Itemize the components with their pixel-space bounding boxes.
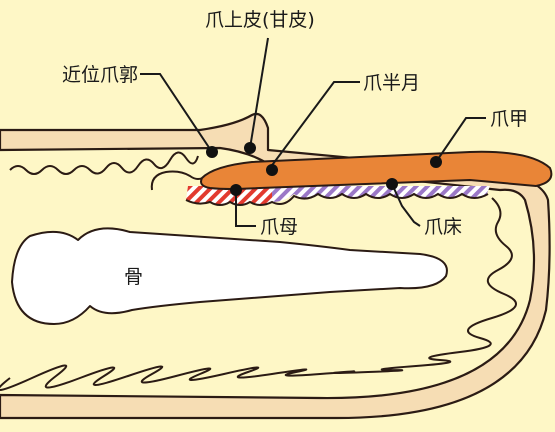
dot-nail-plate	[430, 156, 442, 168]
dot-proximal-nail-fold	[206, 146, 218, 158]
label-proximal-nail-fold: 近位爪郭	[62, 64, 138, 86]
dot-lunula	[266, 164, 278, 176]
label-lunula: 爪半月	[363, 72, 420, 94]
dot-nail-bed	[386, 178, 398, 190]
label-eponychium: 爪上皮(甘皮)	[205, 9, 315, 31]
label-nail-bed: 爪床	[424, 216, 462, 238]
label-nail-plate: 爪甲	[490, 108, 528, 130]
label-nail-matrix: 爪母	[260, 216, 298, 238]
dot-nail-matrix	[230, 184, 242, 196]
dot-eponychium	[244, 142, 256, 154]
label-bone: 骨	[124, 266, 143, 288]
